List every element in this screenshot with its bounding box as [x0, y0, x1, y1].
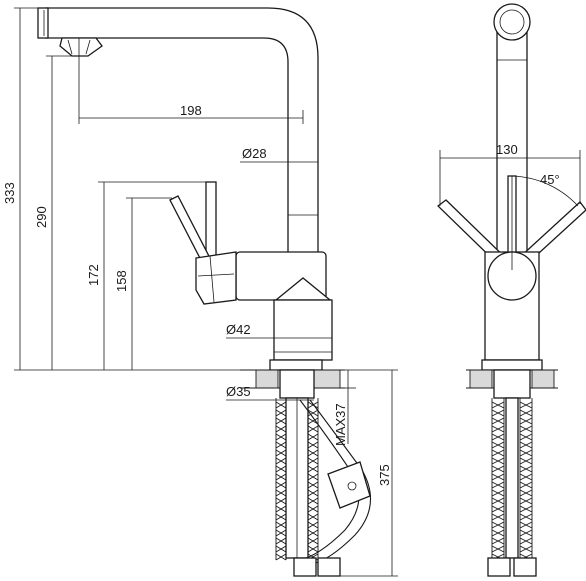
- front-body: [481, 251, 543, 371]
- front-mounting-assembly: [487, 369, 537, 577]
- hose-fitting-right: [317, 557, 341, 577]
- hose-weight: [327, 461, 371, 509]
- lever-handle: [169, 181, 237, 305]
- dim-mount-diameter: Ø35: [226, 384, 251, 399]
- dim-total-height: 333: [2, 182, 17, 204]
- dim-handle-width: 130: [496, 142, 518, 157]
- side-view: 198 Ø28 333 290 172 158 Ø42: [2, 7, 398, 577]
- front-dimensions: 130 45°: [439, 142, 581, 270]
- dim-spout-diameter: Ø28: [242, 146, 267, 161]
- spout-nozzle: [59, 37, 103, 57]
- dim-handle-angle: 45°: [540, 172, 560, 187]
- faucet-body: [235, 251, 333, 371]
- side-dimensions: 198 Ø28 333 290 172 158 Ø42: [2, 7, 398, 577]
- front-view: 130 45°: [437, 3, 586, 577]
- spout: [37, 7, 319, 269]
- mounting-assembly: [275, 369, 372, 577]
- dim-body-height: 158: [114, 270, 129, 292]
- dim-handle-height: 172: [86, 264, 101, 286]
- hose-fitting-left: [293, 557, 317, 577]
- dim-reach: 198: [180, 103, 202, 118]
- hose-braid-front: [491, 401, 533, 561]
- dim-hose-length: 375: [377, 464, 392, 486]
- front-spout: [493, 3, 531, 255]
- dim-body-diameter: Ø42: [226, 322, 251, 337]
- front-countertop: [466, 369, 558, 389]
- dim-spout-height: 290: [34, 206, 49, 228]
- dim-max-thickness: MAX37: [333, 403, 348, 446]
- hose-braid-side: [275, 401, 319, 561]
- spray-head: [37, 7, 49, 39]
